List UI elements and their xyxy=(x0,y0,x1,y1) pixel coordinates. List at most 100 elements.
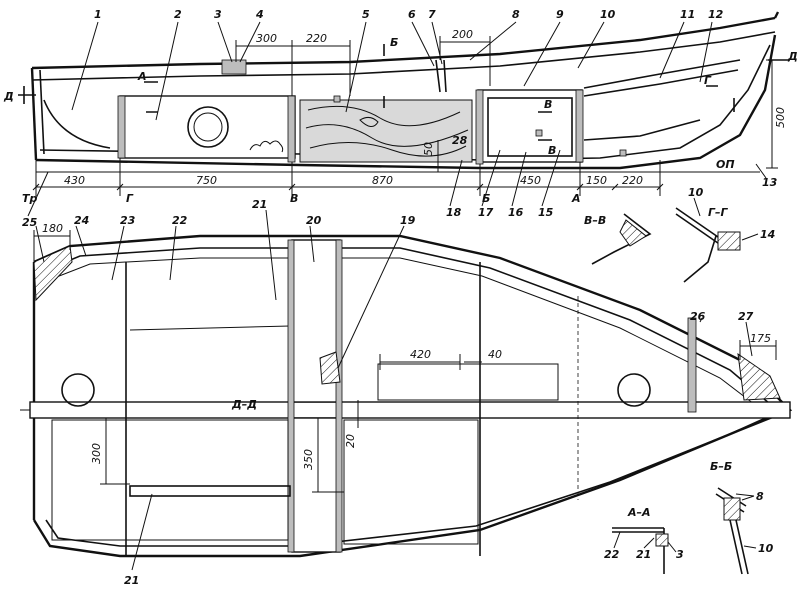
mast-step xyxy=(319,351,341,385)
station-g-label: Г xyxy=(126,192,134,205)
dim-180: 180 xyxy=(42,222,63,235)
gg-leaders xyxy=(693,197,759,241)
bb-label-8: 8 xyxy=(756,490,764,503)
dim-450: 450 xyxy=(520,174,541,187)
station-a-label: А xyxy=(571,192,581,205)
label-27: 27 xyxy=(738,310,754,323)
plank-repair xyxy=(249,140,284,153)
label-20: 20 xyxy=(306,214,322,227)
label-22: 22 xyxy=(172,214,188,227)
side-part-labels: 1 2 3 4 5 6 7 8 9 10 11 12 13 15 16 17 1… xyxy=(22,8,778,229)
cut-v-label: В xyxy=(544,98,552,111)
cut-b-label: Б xyxy=(390,36,398,49)
station-tr-label: Тр xyxy=(22,192,38,205)
station-marks: Тр Г В Б А ОП xyxy=(22,158,735,205)
side-dimension-texts: 300 220 200 430 750 870 450 150 220 500 … xyxy=(64,28,787,187)
station-b-label: Б xyxy=(482,192,490,205)
dim-300-plan-line xyxy=(100,418,130,485)
dim-200-top: 200 xyxy=(452,28,473,41)
dim-line-top xyxy=(235,36,491,96)
aa-label-3: 3 xyxy=(676,548,684,561)
label-7: 7 xyxy=(428,8,436,21)
sheer-line xyxy=(31,16,776,70)
label-5: 5 xyxy=(362,8,370,21)
bow-block xyxy=(737,352,781,401)
label-8: 8 xyxy=(512,8,520,21)
dim-50: 50 xyxy=(422,142,435,156)
section-a-a: А–А 22 21 3 xyxy=(604,506,684,574)
section-g-g-title: Г–Г xyxy=(708,206,729,219)
dim-40: 40 xyxy=(488,348,502,361)
cut-a xyxy=(144,81,158,113)
section-b-b-block xyxy=(723,497,741,521)
section-v-v: В–В xyxy=(584,213,652,265)
plan-inwale xyxy=(53,257,755,405)
transom-inner xyxy=(39,69,45,155)
stem xyxy=(773,11,780,19)
gusset-3 xyxy=(619,149,627,157)
aa-label-21: 21 xyxy=(636,548,651,561)
floorboard-3 xyxy=(343,419,479,545)
thwart-post-right xyxy=(335,239,343,553)
dim-20: 20 xyxy=(344,434,357,448)
label-19: 19 xyxy=(400,214,416,227)
label-18: 18 xyxy=(446,206,462,219)
section-b-b: Б–Б 8 10 xyxy=(710,460,774,575)
stringer-11 xyxy=(583,59,741,89)
label-4: 4 xyxy=(255,8,264,21)
label-10: 10 xyxy=(600,8,616,21)
label-6: 6 xyxy=(408,8,416,21)
label-28: 28 xyxy=(452,134,468,147)
label-23: 23 xyxy=(120,214,136,227)
dim-ticks-bottom xyxy=(32,183,664,191)
side-bench xyxy=(129,485,291,497)
label-3: 3 xyxy=(214,8,222,21)
stringer-12 xyxy=(583,69,739,97)
dim-350: 350 xyxy=(302,449,315,470)
dim-220-top: 220 xyxy=(306,32,327,45)
dim-420-line xyxy=(379,354,461,370)
floorboard-2 xyxy=(51,419,289,541)
dim-430: 430 xyxy=(64,174,85,187)
stern-knee xyxy=(43,99,111,149)
bow-breasthook xyxy=(583,119,701,141)
plan-hatch-right xyxy=(617,373,651,407)
fwd-locker-panel xyxy=(477,89,583,163)
section-g-g: Г–Г 10 14 xyxy=(675,186,775,283)
wood-knot xyxy=(359,116,379,127)
label-2: 2 xyxy=(174,8,182,21)
frame-post-b xyxy=(475,89,484,165)
transom xyxy=(30,67,38,161)
wood-grain-1 xyxy=(307,105,461,127)
dim-175-line xyxy=(739,340,777,360)
cut-g xyxy=(706,85,735,112)
dim-500: 500 xyxy=(774,107,787,128)
plan-keel-strip xyxy=(29,401,791,419)
dim-350-line xyxy=(312,418,344,493)
leaders-plan xyxy=(35,209,753,571)
label-1: 1 xyxy=(94,8,102,21)
gusset-1 xyxy=(333,95,341,103)
plan-gunwale-low xyxy=(45,415,771,547)
fwd-locker-opening xyxy=(487,97,573,157)
dim-750: 750 xyxy=(196,174,217,187)
label-11: 11 xyxy=(680,8,695,21)
label-21-top: 21 xyxy=(252,198,267,211)
section-v-v-title: В–В xyxy=(584,214,606,227)
label-17: 17 xyxy=(478,206,494,219)
plan-part-labels: 24 23 22 21 20 19 26 27 21 xyxy=(74,198,754,587)
plan-gunwale xyxy=(45,247,771,405)
section-b-b-title: Б–Б xyxy=(710,460,732,473)
plan-view xyxy=(20,209,793,571)
dim-220-bottom: 220 xyxy=(622,174,643,187)
plan-hatch-left xyxy=(61,373,95,407)
section-g-g-hull xyxy=(683,235,717,283)
floorboard-1 xyxy=(377,363,559,401)
oarlock-pad xyxy=(221,59,247,75)
label-25: 25 xyxy=(22,216,38,229)
cut-v2-label: В xyxy=(548,144,556,157)
dim-180-line xyxy=(33,230,71,262)
label-15: 15 xyxy=(538,206,554,219)
plan-outline-outer xyxy=(32,234,793,558)
